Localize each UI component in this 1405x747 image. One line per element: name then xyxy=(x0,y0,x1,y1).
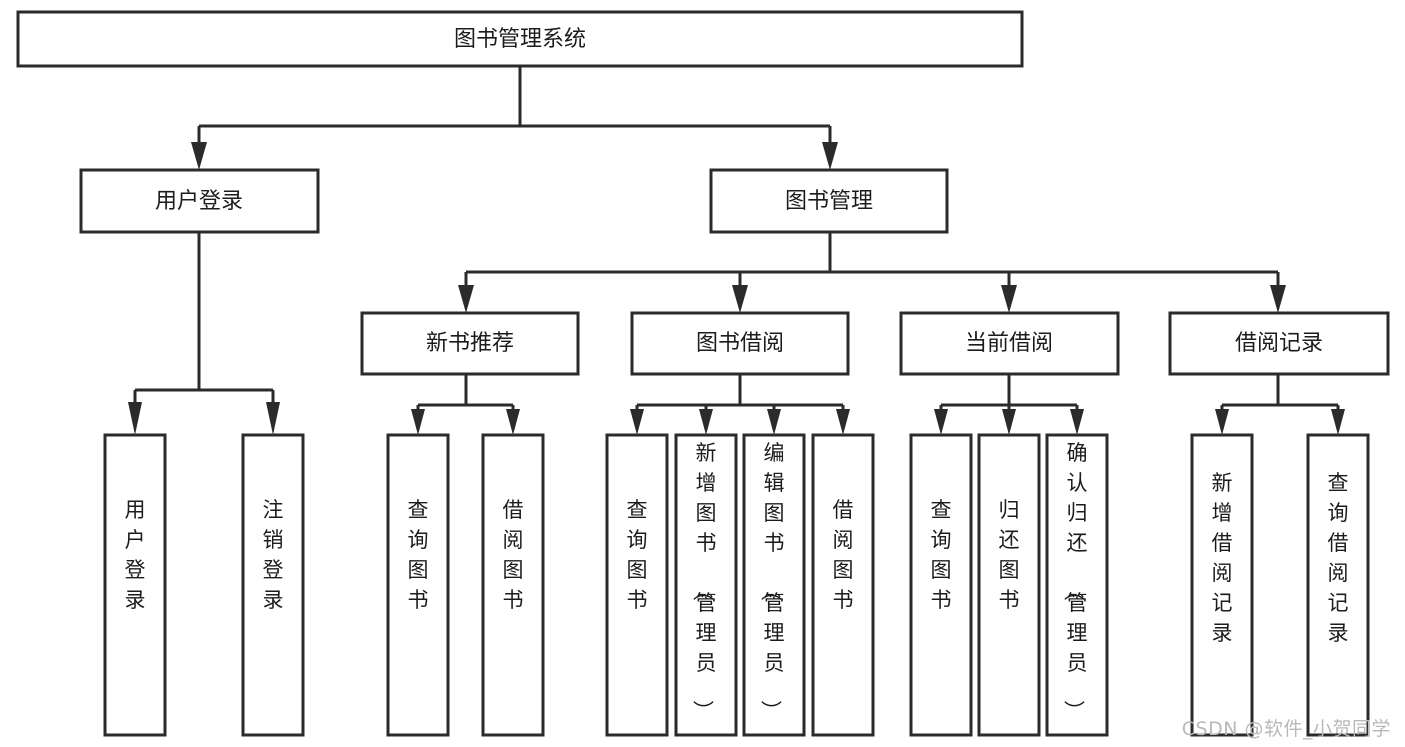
arrow-head-bookmgmt xyxy=(822,142,838,170)
node-leaf-10[interactable]: 归还图书 xyxy=(977,433,1041,737)
node-root-label: 图书管理系统 xyxy=(454,27,586,52)
node-leaf-11-label: 确认归还（管理员） xyxy=(1062,441,1088,721)
connector-group-records xyxy=(1215,374,1345,435)
arrow-head-login xyxy=(191,142,207,170)
node-records-box[interactable] xyxy=(1168,311,1390,376)
arrow-head-leaf-12 xyxy=(1215,409,1229,435)
node-current-label: 当前借阅 xyxy=(965,331,1053,356)
node-leaf-5-box[interactable] xyxy=(605,433,669,737)
node-leaf-5-label: 查询图书 xyxy=(627,498,648,612)
node-leaf-1-box[interactable] xyxy=(103,433,167,737)
node-leaf-9-box[interactable] xyxy=(909,433,973,737)
arrow-head-leaf-3 xyxy=(411,409,425,435)
node-leaf-7-box[interactable] xyxy=(742,433,806,737)
node-leaf-6[interactable]: 新增图书（管理员） xyxy=(674,433,738,737)
node-leaf-13[interactable]: 查询借阅记录 xyxy=(1306,433,1370,737)
arrow-head-leaf-9 xyxy=(934,409,948,435)
arrow-head-newbook xyxy=(458,285,474,313)
node-root[interactable]: 图书管理系统 xyxy=(16,10,1024,68)
node-borrow-box[interactable] xyxy=(630,311,850,376)
connector-group-bookmgmt xyxy=(458,232,1286,313)
arrow-head-leaf-4 xyxy=(506,409,520,435)
node-root-box[interactable] xyxy=(16,10,1024,68)
node-leaf-11[interactable]: 确认归还（管理员） xyxy=(1045,433,1109,737)
node-leaf-1[interactable]: 用户登录 xyxy=(103,433,167,737)
node-leaf-3-label: 查询图书 xyxy=(408,498,429,612)
arrow-head-leaf-7 xyxy=(767,409,781,435)
node-leaf-2-box[interactable] xyxy=(241,433,305,737)
node-records[interactable]: 借阅记录 xyxy=(1168,311,1390,376)
node-newbook-box[interactable] xyxy=(360,311,580,376)
node-leaf-12[interactable]: 新增借阅记录 xyxy=(1190,433,1254,737)
node-leaf-1-label: 用户登录 xyxy=(125,498,146,612)
node-leaf-9-label: 查询图书 xyxy=(931,498,952,612)
node-leaf-6-label: 新增图书（管理员） xyxy=(691,441,717,721)
node-leaf-4-box[interactable] xyxy=(481,433,545,737)
node-leaf-11-box[interactable] xyxy=(1045,433,1109,737)
node-leaf-10-box[interactable] xyxy=(977,433,1041,737)
node-newbook[interactable]: 新书推荐 xyxy=(360,311,580,376)
arrow-head-leaf-6 xyxy=(699,409,713,435)
node-leaf-12-box[interactable] xyxy=(1190,433,1254,737)
arrow-head-leaf-11 xyxy=(1070,409,1084,435)
node-borrow-label: 图书借阅 xyxy=(696,331,784,356)
node-leaf-3[interactable]: 查询图书 xyxy=(386,433,450,737)
node-leaf-2-label: 注销登录 xyxy=(263,498,284,612)
node-login[interactable]: 用户登录 xyxy=(79,168,320,234)
node-leaf-4[interactable]: 借阅图书 xyxy=(481,433,545,737)
node-leaf-13-box[interactable] xyxy=(1306,433,1370,737)
node-records-label: 借阅记录 xyxy=(1235,331,1323,356)
connector-group-newbook xyxy=(411,374,520,435)
connector-group-root xyxy=(191,66,838,170)
node-leaf-9[interactable]: 查询图书 xyxy=(909,433,973,737)
node-bookmgmt-box[interactable] xyxy=(709,168,949,234)
connector-group-current xyxy=(934,374,1084,435)
node-current[interactable]: 当前借阅 xyxy=(899,311,1120,376)
node-leaf-6-box[interactable] xyxy=(674,433,738,737)
arrow-head-leaf-13 xyxy=(1331,409,1345,435)
connector-group-login xyxy=(128,232,280,435)
arrow-head-leaf-8 xyxy=(836,409,850,435)
node-bookmgmt[interactable]: 图书管理 xyxy=(709,168,949,234)
node-leaf-10-label: 归还图书 xyxy=(999,498,1020,612)
arrow-head-records xyxy=(1270,285,1286,313)
arrow-head-leaf-1 xyxy=(128,402,142,435)
node-leaf-8[interactable]: 借阅图书 xyxy=(811,433,875,737)
node-leaf-7-label: 编辑图书（管理员） xyxy=(759,441,785,721)
node-login-box[interactable] xyxy=(79,168,320,234)
node-leaf-7[interactable]: 编辑图书（管理员） xyxy=(742,433,806,737)
arrow-head-borrow xyxy=(732,285,748,313)
arrow-head-leaf-10 xyxy=(1002,409,1016,435)
connector-group-borrow xyxy=(630,374,850,435)
arrow-head-current xyxy=(1001,285,1017,313)
node-borrow[interactable]: 图书借阅 xyxy=(630,311,850,376)
arrow-head-leaf-5 xyxy=(630,409,644,435)
node-leaf-13-label: 查询借阅记录 xyxy=(1328,471,1349,645)
node-bookmgmt-label: 图书管理 xyxy=(785,189,873,214)
node-current-box[interactable] xyxy=(899,311,1120,376)
arrow-head-leaf-2 xyxy=(266,402,280,435)
node-leaf-4-label: 借阅图书 xyxy=(503,498,524,612)
node-leaf-3-box[interactable] xyxy=(386,433,450,737)
node-leaf-12-label: 新增借阅记录 xyxy=(1212,471,1233,645)
node-newbook-label: 新书推荐 xyxy=(426,331,514,356)
node-leaf-8-box[interactable] xyxy=(811,433,875,737)
node-leaf-5[interactable]: 查询图书 xyxy=(605,433,669,737)
node-leaf-2[interactable]: 注销登录 xyxy=(241,433,305,737)
node-leaf-8-label: 借阅图书 xyxy=(833,498,854,612)
node-login-label: 用户登录 xyxy=(155,189,243,214)
